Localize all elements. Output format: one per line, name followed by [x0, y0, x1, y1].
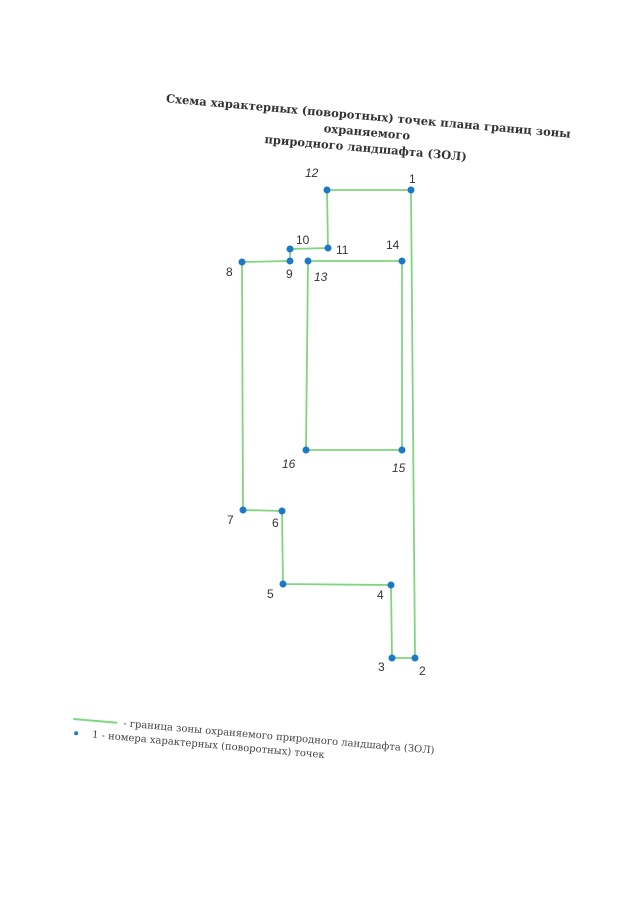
legend-point-swatch — [73, 731, 79, 736]
point-marker-1 — [407, 186, 415, 194]
point-label-5: 5 — [267, 587, 274, 601]
point-label-8: 8 — [226, 265, 233, 279]
point-label-12: 12 — [305, 166, 319, 180]
legend-boundary-swatch — [73, 717, 118, 724]
point-label-11: 11 — [336, 243, 349, 257]
point-marker-14 — [398, 257, 406, 265]
point-label-1: 1 — [409, 172, 416, 186]
point-marker-7 — [239, 506, 247, 514]
point-marker-8 — [238, 258, 246, 266]
point-marker-5 — [279, 580, 287, 588]
point-label-14: 14 — [386, 238, 400, 252]
point-marker-13 — [304, 257, 312, 265]
point-marker-3 — [388, 654, 396, 662]
point-label-15: 15 — [392, 461, 406, 475]
point-marker-15 — [398, 446, 406, 454]
point-marker-4 — [387, 581, 395, 589]
point-label-3: 3 — [378, 660, 385, 674]
point-marker-16 — [302, 446, 310, 454]
point-label-2: 2 — [419, 664, 426, 678]
point-label-9: 9 — [286, 267, 293, 281]
point-label-13: 13 — [314, 270, 328, 284]
point-marker-11 — [324, 244, 332, 252]
point-marker-9 — [286, 257, 294, 265]
point-label-6: 6 — [272, 516, 279, 530]
inner-boundary-line — [305, 260, 403, 451]
point-label-7: 7 — [227, 513, 234, 527]
point-marker-12 — [323, 186, 331, 194]
point-label-16: 16 — [282, 457, 296, 471]
point-marker-10 — [286, 245, 294, 253]
point-label-10: 10 — [296, 233, 310, 247]
point-marker-6 — [278, 507, 286, 515]
point-label-4: 4 — [377, 588, 384, 602]
point-marker-2 — [411, 654, 419, 662]
